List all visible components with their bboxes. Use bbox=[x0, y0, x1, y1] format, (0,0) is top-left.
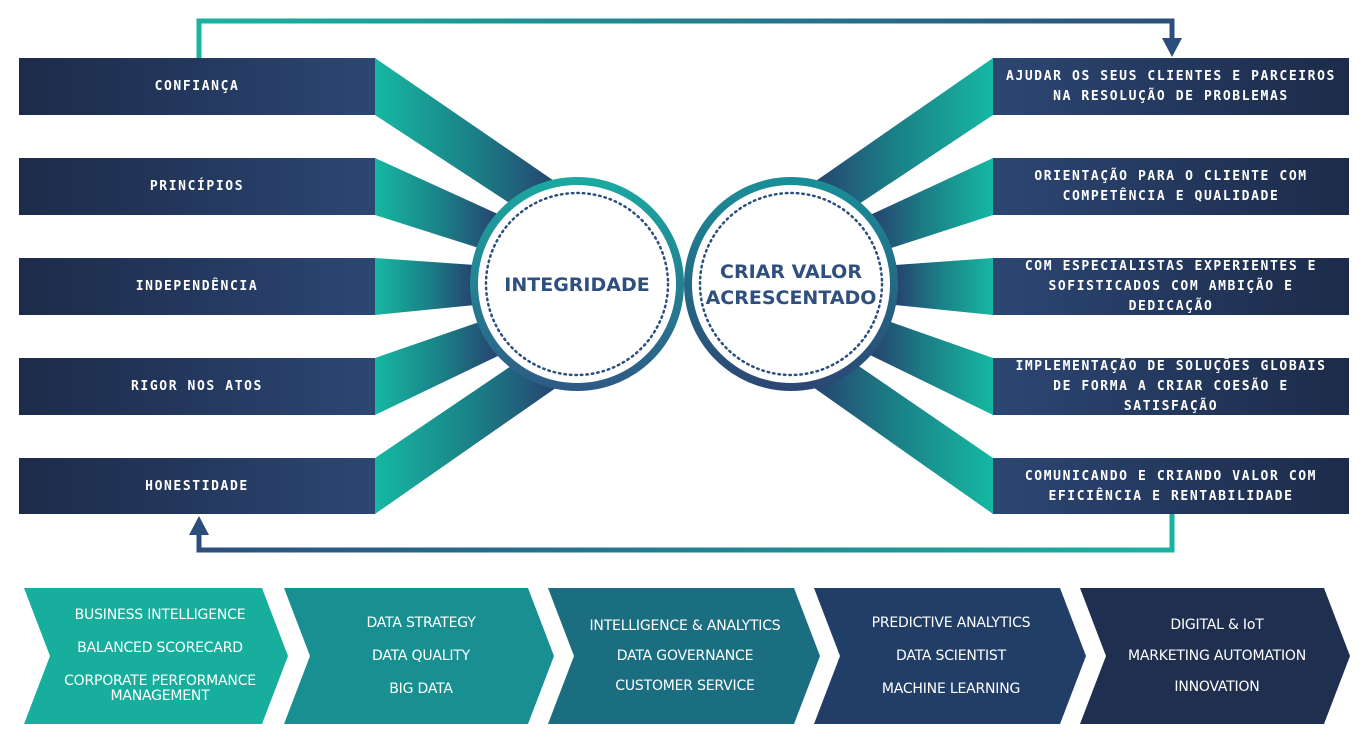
value-bar-1 bbox=[19, 58, 375, 115]
loop-arrowhead-bottom bbox=[189, 516, 209, 535]
chevron-4 bbox=[814, 588, 1086, 724]
ray-left-1 bbox=[375, 58, 560, 210]
outcome-bar-5 bbox=[993, 458, 1349, 514]
ray-left-5 bbox=[375, 360, 560, 514]
outcome-bar-1 bbox=[993, 58, 1349, 115]
chevron-3-item-3: CUSTOMER SERVICE bbox=[615, 677, 755, 694]
ray-right-3 bbox=[895, 258, 993, 315]
chevron-1-items: BUSINESS INTELLIGENCE BALANCED SCORECARD… bbox=[50, 598, 270, 714]
ray-left-4 bbox=[375, 320, 500, 415]
value-bar-2 bbox=[19, 158, 375, 215]
value-label-honestidade: HONESTIDADE bbox=[145, 478, 249, 494]
chevron-3-item-2: DATA GOVERNANCE bbox=[616, 647, 754, 664]
circle-valor-inner bbox=[692, 185, 890, 383]
chevron-1-item-2: BALANCED SCORECARD bbox=[77, 640, 243, 656]
chevron-2-item-3: BIG DATA bbox=[389, 680, 453, 697]
chevron-4-items: PREDICTIVE ANALYTICS DATA SCIENTIST MACH… bbox=[840, 598, 1062, 714]
chevron-5-items: DIGITAL & IoT MARKETING AUTOMATION INNOV… bbox=[1106, 598, 1328, 714]
chevron-1 bbox=[24, 588, 288, 724]
chevron-3-item-1: INTELLIGENCE & ANALYTICS bbox=[589, 617, 781, 634]
outcome-label-1: AJUDAR OS SEUS CLIENTES E PARCEIROS NA R… bbox=[1006, 68, 1336, 104]
value-label-independencia: INDEPENDÊNCIA bbox=[135, 278, 259, 294]
chevron-4-item-2: DATA SCIENTIST bbox=[896, 647, 1006, 664]
value-bar-5 bbox=[19, 458, 375, 514]
value-label-rigor: RIGOR NOS ATOS bbox=[131, 378, 263, 394]
outcome-label-2: ORIENTAÇÃO PARA O CLIENTE COM COMPETÊNCI… bbox=[1034, 168, 1308, 204]
loop-arrow-top bbox=[196, 18, 1175, 60]
ray-right-5 bbox=[810, 360, 993, 514]
ray-right-4 bbox=[870, 320, 993, 415]
ray-left-2 bbox=[375, 158, 500, 250]
ray-right-1 bbox=[810, 58, 993, 210]
ray-left-3 bbox=[375, 258, 475, 315]
center-title-integridade: INTEGRIDADE bbox=[504, 274, 650, 296]
chevron-1-item-3: CORPORATE PERFORMANCE MANAGEMENT bbox=[64, 673, 256, 704]
chevron-5-item-3: INNOVATION bbox=[1174, 678, 1260, 695]
chevron-5-item-1: DIGITAL & IoT bbox=[1170, 616, 1264, 633]
chevron-5-item-2: MARKETING AUTOMATION bbox=[1127, 647, 1306, 664]
chevron-3-items: INTELLIGENCE & ANALYTICS DATA GOVERNANCE… bbox=[574, 598, 796, 714]
chevron-4-item-3: MACHINE LEARNING bbox=[881, 680, 1021, 697]
chevron-4-item-1: PREDICTIVE ANALYTICS bbox=[871, 614, 1031, 631]
loop-arrowhead-top bbox=[1162, 38, 1182, 57]
circle-valor-dots bbox=[698, 191, 884, 377]
chevron-1-item-1: BUSINESS INTELLIGENCE bbox=[74, 607, 246, 623]
outcome-label-3: COM ESPECIALISTAS EXPERIENTES E SOFISTIC… bbox=[1024, 258, 1318, 314]
outcome-label-5: COMUNICANDO E CRIANDO VALOR COM EFICIÊNC… bbox=[1024, 468, 1318, 504]
loop-arrow-bottom bbox=[196, 512, 1175, 553]
circle-integridade-inner bbox=[478, 185, 676, 383]
chevron-2-item-1: DATA STRATEGY bbox=[366, 614, 476, 631]
value-bar-3 bbox=[19, 258, 375, 315]
outcome-label-4: IMPLEMENTAÇÃO DE SOLUÇÕES GLOBAIS DE FOR… bbox=[1015, 358, 1327, 414]
chevron-2 bbox=[284, 588, 554, 724]
value-label-confianca: CONFIANÇA bbox=[154, 78, 240, 94]
ray-right-2 bbox=[870, 158, 993, 250]
chevron-3 bbox=[548, 588, 820, 724]
outcome-bar-2 bbox=[993, 158, 1349, 215]
chevron-5 bbox=[1080, 588, 1350, 724]
value-label-principios: PRINCÍPIOS bbox=[149, 178, 245, 194]
chevron-2-items: DATA STRATEGY DATA QUALITY BIG DATA bbox=[310, 598, 532, 714]
circle-integridade-dots bbox=[484, 191, 670, 377]
value-bar-4 bbox=[19, 358, 375, 415]
center-title-criar-valor: CRIAR VALOR ACRESCENTADO bbox=[705, 261, 877, 309]
outcome-bar-4 bbox=[993, 358, 1349, 415]
outcome-bar-3 bbox=[993, 258, 1349, 315]
chevron-2-item-2: DATA QUALITY bbox=[372, 647, 470, 664]
